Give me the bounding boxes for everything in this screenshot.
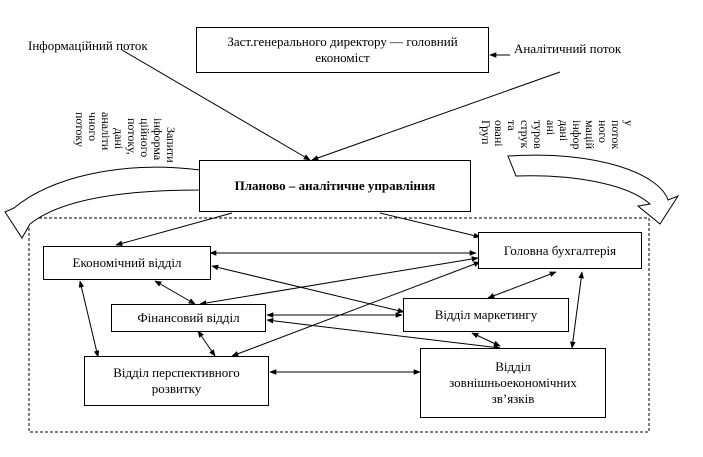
financial-development-link [197, 330, 216, 357]
financial-dept-label: Фінансовий відділ [137, 310, 240, 325]
planning-to-economic [115, 212, 233, 247]
right-text-line-9: мацій [583, 120, 597, 150]
right-text-line-11: поток [609, 120, 623, 150]
development-dept-label: Відділ перспективного розвитку [113, 365, 240, 396]
deputy-director-box: Заст.генерального директору — головний е… [196, 27, 489, 73]
planning-dept-box: Планово – аналітичне управління [199, 160, 471, 212]
planning-to-accounting [379, 212, 481, 239]
right-curved-arrow [507, 154, 680, 225]
economic-dept-box: Економічний відділ [43, 246, 211, 280]
economic-development-link [78, 280, 100, 358]
financial-dept-box: Фінансовий відділ [111, 304, 266, 332]
economic-financial-link [154, 280, 196, 305]
left-text-line-7: чного [86, 112, 100, 142]
right-text-line-1: Груп [479, 120, 493, 145]
development-dept-box: Відділ перспективного розвитку [84, 356, 269, 406]
right-text-line-5: туров [531, 120, 545, 149]
analytic-flow-label: Аналітичний поток [514, 41, 622, 56]
info-flow-label: Інформаційний поток [28, 38, 148, 53]
economic-dept-label: Економічний відділ [72, 255, 182, 270]
marketing-accounting-link [487, 271, 557, 299]
right-text-line-4: струк [518, 120, 532, 149]
right-text-line-7: дані [557, 120, 571, 142]
right-text-line-8: інфор [570, 120, 584, 150]
left-text-line-1: Запити [164, 127, 178, 163]
accounting-foreign-link [570, 271, 584, 349]
foreign-econ-dept-box: Відділ зовнішньоекономічних зв’язків [420, 348, 606, 418]
grouped-data-arrow [311, 71, 561, 161]
right-text-line-10: ного [596, 120, 610, 144]
info-flow-arrow [121, 49, 311, 161]
marketing-dept-box: Відділ маркетингу [403, 298, 569, 332]
right-text-line-2: овані [492, 120, 506, 147]
planning-dept-label: Планово – аналітичне управління [234, 178, 436, 193]
deputy-director-label: Заст.генерального директору — головний е… [227, 34, 458, 65]
left-curved-arrow [4, 166, 201, 239]
left-text-line-8: потоку [73, 112, 87, 148]
marketing-dept-label: Відділ маркетингу [434, 307, 538, 322]
accounting-box: Головна бухгалтерія [478, 232, 642, 269]
left-text-line-4: потоку, [125, 118, 139, 155]
marketing-foreign-link [471, 332, 501, 347]
left-text-line-6: аналіти [99, 112, 113, 151]
right-text-line-12: у [622, 120, 636, 126]
development-accounting-link [231, 261, 481, 357]
left-text-line-3: ційного [138, 118, 152, 158]
right-text-line-3: та [505, 120, 519, 131]
foreign-econ-dept-label: Відділ зовнішньоекономічних зв’язків [449, 359, 577, 406]
accounting-label: Головна бухгалтерія [503, 242, 617, 258]
departments-frame [28, 217, 650, 433]
left-text-line-5: дані [112, 128, 126, 150]
right-text-line-6: ані [544, 120, 558, 136]
left-text-line-2: інформа [151, 118, 165, 161]
